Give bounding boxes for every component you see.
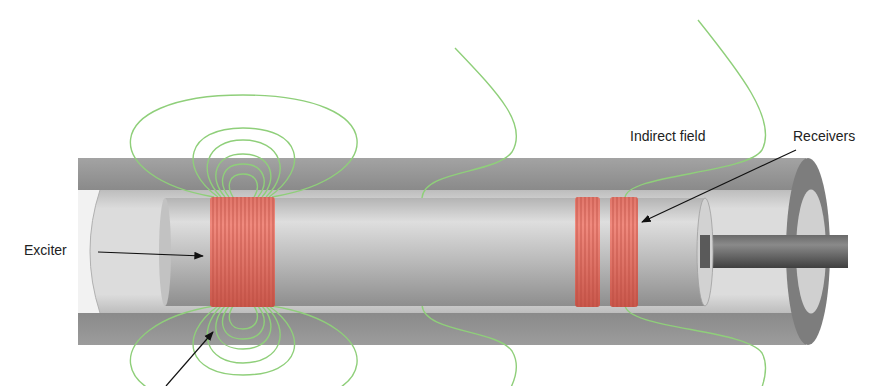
part-label: Indirect field [630, 127, 705, 145]
coil-winding [610, 197, 638, 307]
tool-rod [700, 235, 710, 268]
field-line [216, 154, 271, 197]
pipe-wall [78, 313, 806, 345]
receiver-coil [575, 197, 600, 307]
pipe-opening [78, 190, 100, 313]
field-line [130, 95, 357, 197]
tool-rod [700, 235, 848, 268]
leader-arrow [642, 150, 796, 222]
field-lines [130, 305, 765, 386]
tool-cap [159, 198, 171, 306]
leader-arrow [166, 332, 213, 386]
part-label: Receivers [793, 127, 855, 145]
coil-winding [210, 197, 275, 307]
exciter-coil [210, 197, 275, 307]
pipe-bore [78, 190, 808, 313]
field-line [422, 48, 517, 198]
part-label: Exciter [24, 241, 67, 259]
field-line [229, 174, 257, 197]
field-line [193, 128, 295, 197]
field-line [223, 164, 265, 197]
pipe-wall [78, 158, 806, 190]
field-line [625, 20, 766, 198]
leader-arrow [98, 252, 203, 256]
tool-body [165, 198, 705, 306]
field-lines [130, 20, 765, 198]
tool-cap [697, 198, 713, 306]
coil-winding [575, 197, 600, 307]
receiver-coil [610, 197, 638, 307]
pipe-outline [78, 158, 808, 345]
field-line [207, 140, 280, 197]
